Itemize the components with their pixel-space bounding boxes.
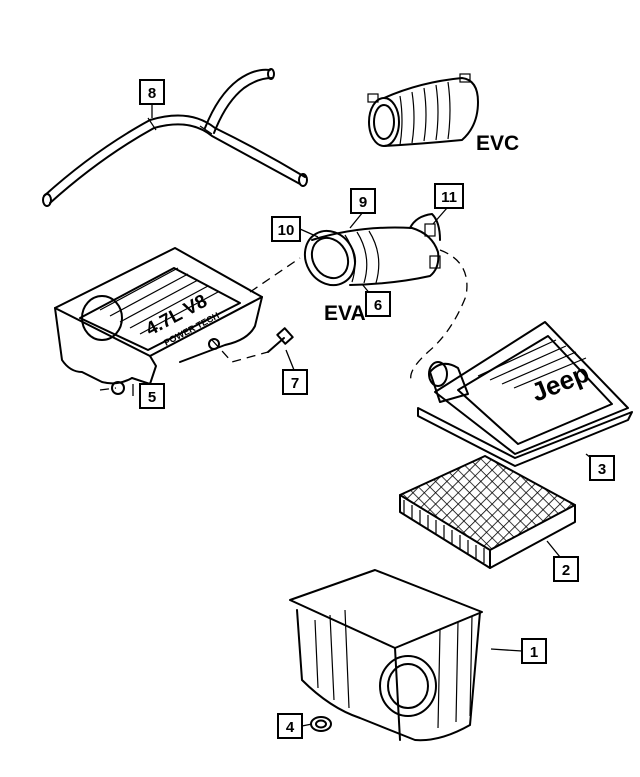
callout-1: 1 — [521, 638, 547, 664]
assembly-dashed-lines — [99, 249, 468, 391]
air-filter-part-2 — [399, 455, 576, 569]
air-cleaner-cover-part-3 — [417, 321, 633, 467]
callout-6-number: 6 — [374, 297, 382, 314]
callout-8: 8 — [139, 79, 165, 105]
eva-hose-part-6 — [303, 213, 441, 287]
evc-label: EVC — [476, 132, 519, 155]
callout-3: 3 — [589, 455, 615, 481]
callout-9-number: 9 — [359, 194, 367, 211]
callout-3-number: 3 — [598, 461, 606, 478]
callout-4-number: 4 — [286, 719, 295, 736]
air-cleaner-cover-part-5 — [54, 247, 263, 395]
grommet-part-4 — [310, 716, 332, 732]
callout-1-number: 1 — [530, 644, 538, 661]
callout-7-number: 7 — [291, 375, 299, 392]
air-cleaner-housing-part-1 — [289, 569, 483, 742]
callout-8-number: 8 — [148, 85, 156, 102]
callout-6: 6 — [365, 291, 391, 317]
callout-7: 7 — [282, 369, 308, 395]
callout-11: 11 — [434, 183, 464, 209]
jeep-brand-emboss: Jeep — [527, 358, 593, 408]
callout-11-number: 11 — [441, 189, 457, 206]
callout-5: 5 — [139, 383, 165, 409]
callout-10: 10 — [271, 216, 301, 242]
vent-hose-part-8 — [42, 68, 308, 207]
bolt-part-7 — [267, 327, 294, 353]
callout-9: 9 — [350, 188, 376, 214]
eva-label: EVA — [324, 302, 366, 325]
callout-2: 2 — [553, 556, 579, 582]
callout-4: 4 — [277, 713, 303, 739]
callout-10-number: 10 — [278, 222, 295, 239]
callout-2-number: 2 — [562, 562, 570, 579]
evc-hose — [367, 73, 479, 147]
callout-5-number: 5 — [148, 389, 156, 406]
